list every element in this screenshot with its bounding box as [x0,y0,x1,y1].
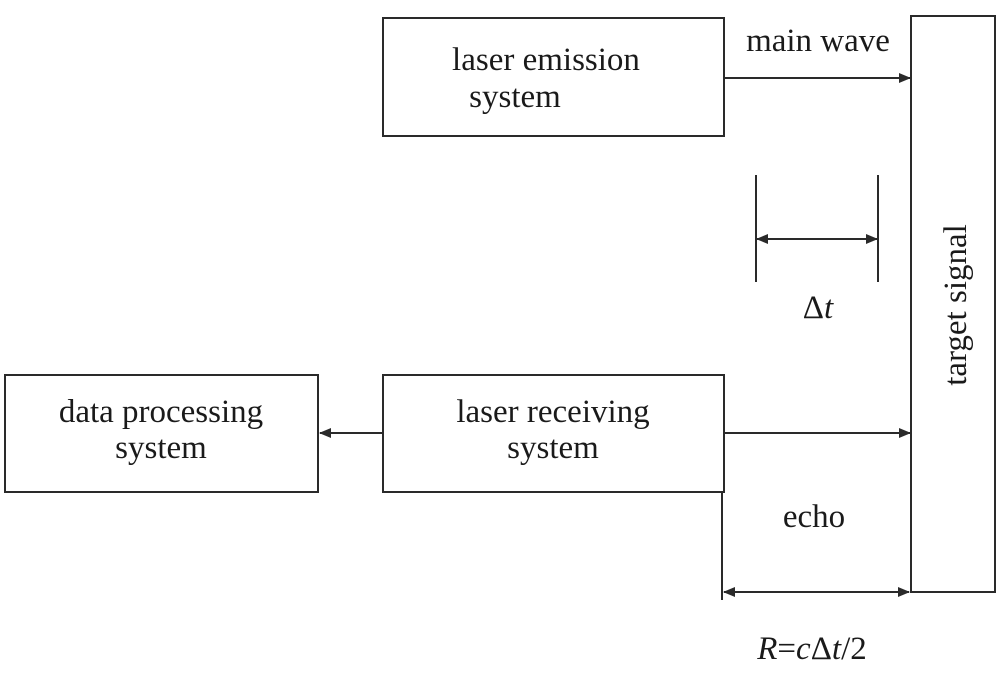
laser-emission-label-line2: system [469,79,561,115]
laser-receiving-system-box: laser receiving system [382,374,725,493]
target-signal-box: target signal [910,15,996,593]
data-processing-label-line2: system [115,430,207,466]
delta-t-label: Δt [803,290,834,326]
target-signal-label: target signal [938,224,974,386]
delta-t-interval [755,175,879,282]
laser-emission-system-box: laser emission system [382,17,725,137]
laser-receiving-label-line2: system [507,430,599,466]
echo-label: echo [783,499,845,535]
data-processing-label-line1: data processing [59,394,263,430]
main-wave-label: main wave [746,23,890,59]
data-processing-system-box: data processing system [4,374,319,493]
laser-receiving-label-line1: laser receiving [456,394,649,430]
range-formula: R=cΔt/2 [756,631,867,667]
laser-emission-label-line1: laser emission [452,42,640,78]
